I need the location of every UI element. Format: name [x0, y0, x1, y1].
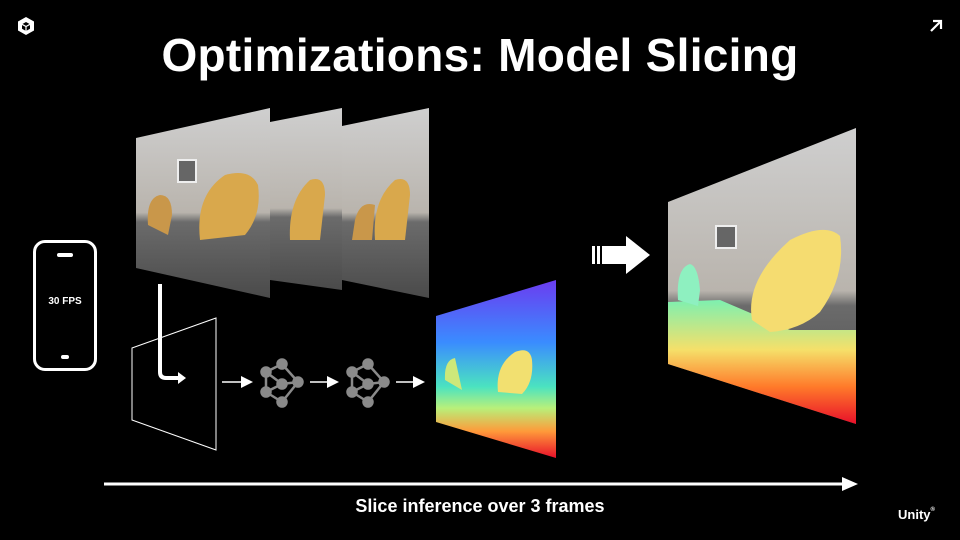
brand-logo: Unity® [898, 507, 935, 522]
blended-output-frame [668, 128, 856, 424]
phone-home-button [61, 355, 69, 359]
input-frame-2 [270, 108, 342, 290]
brand-name: Unity [898, 507, 931, 522]
timeline-caption: Slice inference over 3 frames [355, 496, 605, 516]
input-frame-3 [342, 108, 429, 298]
neural-network-icon [346, 358, 390, 408]
fps-label: 30 FPS [48, 296, 82, 307]
registered-mark: ® [930, 507, 935, 513]
slide-title: Optimizations: Model Slicing [161, 29, 799, 81]
depth-map-small [436, 280, 556, 458]
neural-network-icon [260, 358, 304, 408]
phone-speaker [57, 253, 73, 257]
unity-cube-icon [18, 17, 34, 35]
forward-arrow-icon [592, 236, 650, 274]
bent-arrow [158, 284, 180, 380]
input-frame-1 [136, 108, 270, 298]
slice-frame [131, 317, 217, 451]
phone-icon [33, 240, 97, 371]
diagonal-arrow-icon[interactable] [926, 16, 946, 36]
